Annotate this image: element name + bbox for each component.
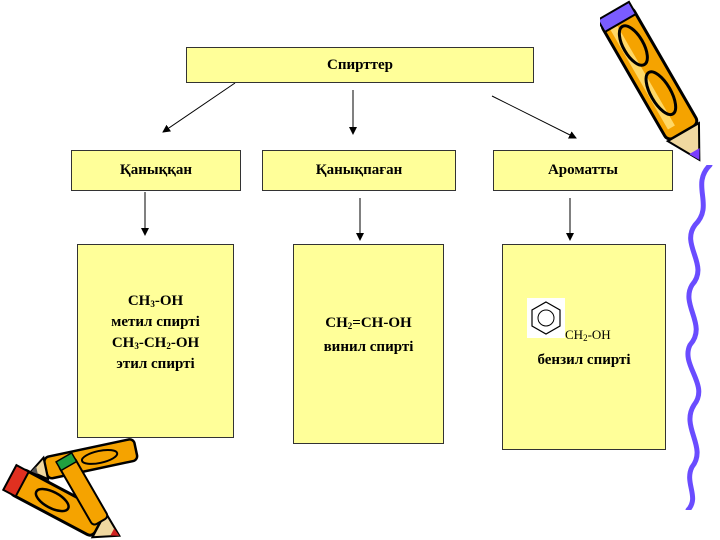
name-benzyl-alcohol: бензил спирті	[537, 352, 631, 368]
pencils-icon	[1, 438, 139, 539]
formula-methanol: CH3-OH	[127, 293, 184, 309]
category-label: Қанықпаған	[315, 162, 403, 178]
formula-ethanol: CH3-CH2-OH	[111, 335, 200, 351]
pencil-icon	[600, 0, 701, 162]
name-methanol: метил спирті	[111, 314, 200, 330]
arrow-root-to-aromatic	[491, 95, 577, 139]
benzene-ring-icon	[527, 298, 565, 338]
formula-vinyl-alcohol: CH2=CH-OH	[325, 315, 412, 331]
category-label: Қаныққан	[119, 162, 193, 178]
wavy-line-decoration	[685, 165, 713, 510]
name-vinyl-alcohol: винил спирті	[323, 339, 414, 355]
examples-saturated: CH3-OH метил спирті CH3-CH2-OH этил спир…	[77, 244, 234, 438]
arrow-root-to-saturated	[162, 82, 236, 133]
root-node: Спирттер	[186, 47, 534, 83]
category-label: Ароматты	[547, 162, 619, 178]
category-aromatic: Ароматты	[493, 150, 673, 191]
examples-unsaturated: CH2=CH-OH винил спирті	[293, 244, 444, 444]
formula-benzyl-alcohol: CH2-OH	[565, 327, 611, 343]
root-label: Спирттер	[327, 56, 393, 73]
category-saturated: Қаныққан	[71, 150, 241, 191]
name-ethanol: этил спирті	[116, 356, 195, 372]
category-unsaturated: Қанықпаған	[262, 150, 456, 191]
examples-aromatic: CH2-OH бензил спирті	[502, 244, 666, 450]
